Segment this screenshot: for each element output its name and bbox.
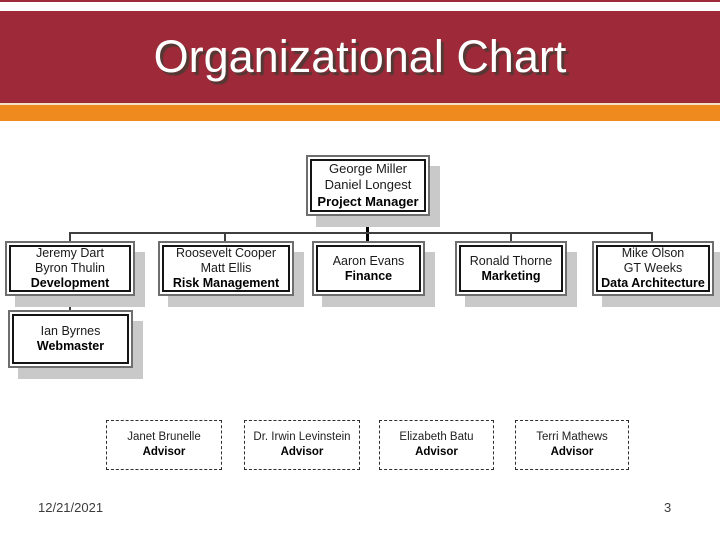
connector-stub-risk	[224, 232, 226, 241]
org-box-project-manager: George Miller Daniel Longest Project Man…	[306, 155, 430, 216]
org-box-marketing: Ronald Thorne Marketing	[455, 241, 567, 296]
person-name: Janet Brunelle	[127, 431, 201, 444]
org-box-frame: George Miller Daniel Longest Project Man…	[310, 159, 426, 212]
person-name: George Miller	[328, 161, 408, 177]
org-box-development: Jeremy Dart Byron Thulin Development	[5, 241, 135, 296]
advisor-box-irwin-levinstein: Dr. Irwin Levinstein Advisor	[244, 420, 360, 470]
person-name: Aaron Evans	[332, 253, 405, 268]
org-box-finance: Aaron Evans Finance	[312, 241, 425, 296]
role-label: Marketing	[481, 268, 541, 283]
slide-date: 12/21/2021	[38, 500, 104, 515]
person-name: GT Weeks	[623, 261, 683, 276]
title-banner: Organizational Chart	[0, 11, 720, 103]
page-title: Organizational Chart	[153, 31, 567, 82]
person-name: Elizabeth Batu	[399, 431, 474, 444]
role-label: Advisor	[415, 446, 458, 458]
advisor-box-elizabeth-batu: Elizabeth Batu Advisor	[379, 420, 494, 470]
role-label: Finance	[344, 268, 393, 283]
person-name: Terri Mathews	[536, 431, 608, 444]
advisor-box-janet-brunelle: Janet Brunelle Advisor	[106, 420, 222, 470]
person-name: Byron Thulin	[35, 261, 105, 276]
person-name: Jeremy Dart	[35, 246, 105, 261]
org-box-frame: Roosevelt Cooper Matt Ellis Risk Managem…	[162, 245, 290, 292]
person-name: Matt Ellis	[200, 261, 252, 276]
role-label: Data Architecture	[601, 275, 705, 290]
person-name: Dr. Irwin Levinstein	[253, 431, 351, 444]
accent-stripe	[0, 105, 720, 121]
connector-stub-data-architecture	[651, 232, 653, 241]
person-name: Roosevelt Cooper	[175, 246, 277, 261]
org-box-frame: Ian Byrnes Webmaster	[12, 314, 129, 364]
org-box-frame: Mike Olson GT Weeks Data Architecture	[596, 245, 710, 292]
role-label: Advisor	[280, 446, 324, 458]
org-box-frame: Aaron Evans Finance	[316, 245, 421, 292]
role-label: Risk Management	[172, 275, 280, 290]
role-label: Advisor	[142, 446, 186, 458]
person-name: Ronald Thorne	[469, 253, 553, 268]
connector-manager-vertical	[366, 215, 369, 241]
org-box-risk-management: Roosevelt Cooper Matt Ellis Risk Managem…	[158, 241, 294, 296]
connector-stub-marketing	[510, 232, 512, 241]
slide-page-number: 3	[664, 500, 672, 515]
person-name: Ian Byrnes	[40, 324, 101, 339]
role-label: Advisor	[550, 446, 594, 458]
person-name: Daniel Longest	[324, 177, 412, 193]
top-rule	[0, 0, 720, 2]
connector-horizontal	[69, 232, 653, 234]
org-box-frame: Jeremy Dart Byron Thulin Development	[9, 245, 131, 292]
role-label: Project Manager	[317, 193, 419, 209]
banner-divider	[0, 103, 720, 105]
connector-stub-development	[69, 232, 71, 241]
role-label: Development	[30, 275, 110, 290]
connector-development-webmaster	[69, 295, 71, 310]
org-box-webmaster: Ian Byrnes Webmaster	[8, 310, 133, 368]
org-box-frame: Ronald Thorne Marketing	[459, 245, 563, 292]
person-name: Mike Olson	[621, 246, 685, 261]
role-label: Webmaster	[36, 339, 105, 353]
advisor-box-terri-mathews: Terri Mathews Advisor	[515, 420, 629, 470]
org-box-data-architecture: Mike Olson GT Weeks Data Architecture	[592, 241, 714, 296]
